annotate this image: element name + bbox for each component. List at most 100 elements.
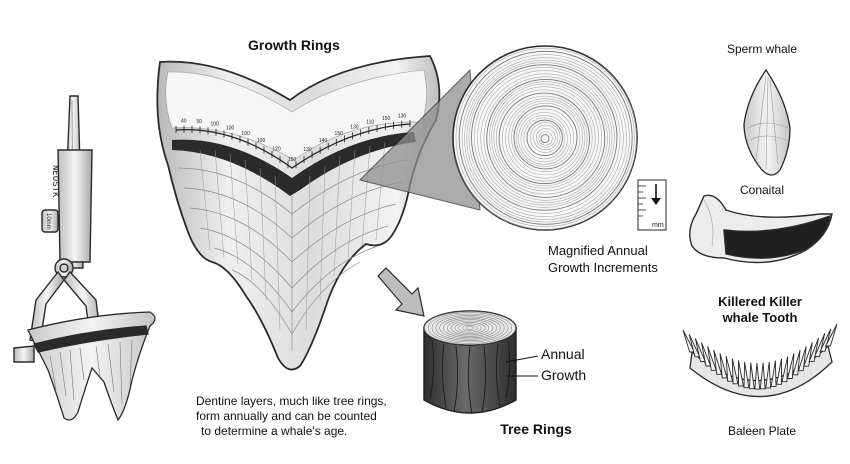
baleen-bristle — [759, 362, 766, 390]
magnified-label-line1: Magnified Annual — [548, 243, 648, 258]
killer-whale-tooth — [689, 194, 833, 264]
stump-ring — [443, 317, 497, 339]
tooth-scale-label: 100 — [241, 131, 250, 137]
magnified-ring — [526, 119, 563, 157]
baleen-bristle — [781, 356, 789, 383]
tooth-scale-label: 150 — [382, 116, 391, 122]
magnifier: mm — [359, 45, 667, 231]
sperm-whale-label: Sperm whale — [726, 42, 798, 56]
caption-line1: Dentine layers, much like tree rings, — [196, 394, 387, 408]
killer-whale-label-line1: Killered Killer — [718, 294, 802, 309]
tooth-scale-label: 100 — [226, 125, 235, 131]
stump-ring — [454, 322, 486, 334]
tooth-scale-label: 150 — [288, 157, 297, 163]
magnified-ring — [523, 117, 566, 160]
baleen-bristle — [731, 358, 739, 385]
killer-whale-label-line2: whale Tooth — [722, 310, 798, 325]
growth-label: Growth — [541, 367, 587, 383]
baleen-bristle — [803, 342, 813, 367]
magnified-ring — [498, 92, 590, 185]
caliper-body — [57, 149, 93, 263]
baleen-plate-label: Baleen Plate — [727, 424, 797, 438]
baleen-bristle — [754, 363, 761, 390]
magnified-ring — [458, 50, 633, 225]
stump-ring — [427, 312, 513, 344]
stump-ring — [431, 313, 509, 343]
magnified-ring — [493, 86, 596, 189]
baleen-bristle — [786, 353, 795, 379]
magnified-ring — [453, 46, 637, 230]
tooth-scale-label: 50 — [196, 119, 202, 125]
caption-line2: form annually and can be counted — [196, 409, 377, 423]
magnified-ring — [515, 108, 575, 167]
magnified-ring — [508, 100, 583, 176]
caption-line3: to determine a whale's age. — [201, 424, 348, 438]
tree-stump — [423, 310, 539, 415]
annual-label: Annual — [541, 346, 585, 362]
magnified-rings — [453, 46, 637, 230]
stump-ring — [424, 311, 516, 345]
tooth-scale-label: 100 — [210, 121, 219, 127]
magnified-ring — [535, 128, 556, 148]
baleen-bristle — [797, 346, 807, 372]
caliper-scale-text: 10mm — [45, 213, 51, 230]
magnified-ring — [518, 112, 571, 165]
tooth-scale-label: 130 — [398, 114, 407, 120]
magnified-ring — [495, 89, 593, 187]
ruler-icon: mm — [637, 179, 667, 231]
stump-ring — [450, 320, 490, 336]
baleen-bristle — [824, 323, 838, 347]
sperm-whale-tooth — [743, 68, 791, 176]
conaital-label: Conaital — [739, 183, 785, 197]
stump-ring — [446, 319, 494, 337]
baleen-bristle — [701, 342, 712, 367]
magnified-ring — [483, 76, 608, 201]
baleen-bristle — [688, 334, 701, 358]
held-tooth — [27, 311, 156, 422]
tooth-outline — [156, 55, 441, 371]
magnified-ring — [468, 62, 621, 214]
baleen-bristle — [707, 346, 717, 371]
magnified-ring — [505, 98, 586, 179]
magnified-ring — [538, 131, 553, 146]
caliper-slider — [41, 209, 59, 233]
ruler-unit: mm — [652, 222, 664, 229]
tooth-scale-label: 140 — [319, 138, 328, 144]
stump-ring — [465, 326, 475, 330]
magnified-ring — [540, 134, 550, 144]
baleen-bristle — [748, 362, 755, 390]
stump-rings — [424, 311, 516, 345]
stump-ring — [435, 315, 505, 341]
baleen-bristle — [808, 337, 819, 362]
tooth-scale-bar — [175, 123, 411, 169]
magnified-label-line2: Growth Increments — [548, 260, 658, 275]
baleen-bristle — [694, 338, 706, 362]
magnified-ring — [461, 54, 630, 223]
magnified-ring — [455, 47, 635, 227]
magnified-ring — [464, 57, 627, 220]
magnified-ring — [533, 124, 559, 151]
magnified-ring — [473, 67, 615, 208]
baleen-bristle — [776, 358, 783, 385]
magnified-ring — [466, 59, 624, 217]
baleen-bristle — [819, 328, 832, 352]
tooth-scale-label: 130 — [303, 147, 312, 153]
tree-rings-label: Tree Rings — [500, 421, 572, 437]
magnified-ring — [513, 105, 578, 170]
baleen-bristle — [770, 360, 777, 387]
stump-ring — [439, 316, 501, 340]
tooth-scale-label: 130 — [350, 125, 359, 131]
magnified-ring — [520, 115, 568, 163]
baleen-bristle — [743, 361, 750, 389]
stump-ring — [458, 323, 482, 333]
baleen-fringe — [682, 323, 838, 390]
tooth-scale-label: 120 — [272, 147, 281, 153]
baleen-bristle — [725, 355, 734, 382]
magnified-ring — [486, 78, 606, 198]
baleen-bristle — [765, 361, 772, 389]
baleen-bristle — [814, 333, 826, 357]
baleen-bristle — [792, 349, 801, 376]
